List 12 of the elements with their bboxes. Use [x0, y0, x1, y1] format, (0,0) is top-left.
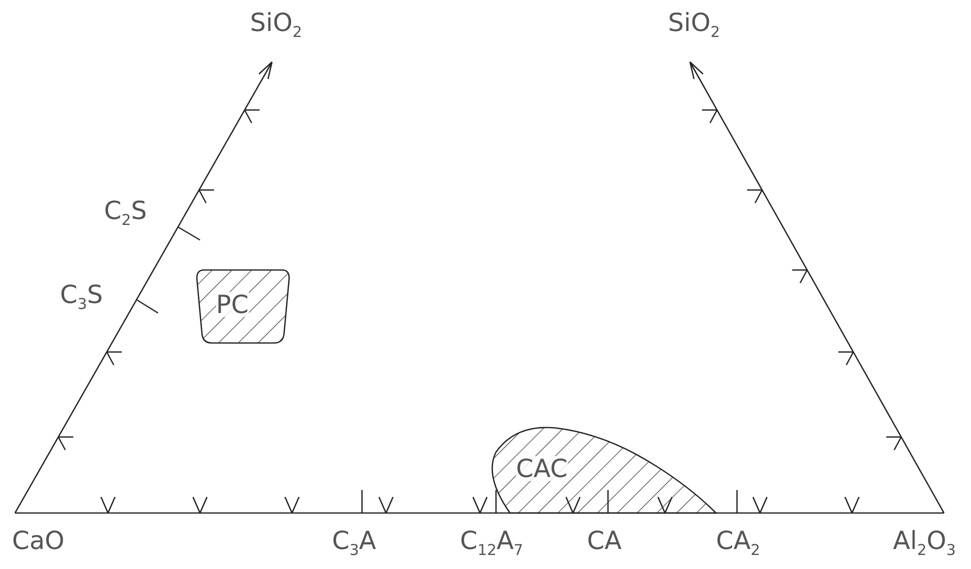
axis-label: CaO — [12, 528, 64, 553]
axis-label: SiO$_{2}$ — [250, 10, 302, 40]
axis-label: Al$_{2}$O$_{3}$ — [893, 528, 956, 558]
compound-label: C$_{3}$A — [332, 528, 376, 558]
compound-label: C$_{12}$A$_{7}$ — [460, 528, 524, 558]
axis-label: SiO$_{2}$ — [668, 10, 720, 40]
compound-label: CA$_{2}$ — [716, 528, 760, 558]
region-label: PC — [216, 292, 249, 317]
compound-label: C$_{3}$S — [60, 282, 103, 312]
compound-label: C$_{2}$S — [104, 198, 147, 228]
compound-label: CA — [587, 528, 622, 553]
region-label: CAC — [516, 456, 568, 481]
